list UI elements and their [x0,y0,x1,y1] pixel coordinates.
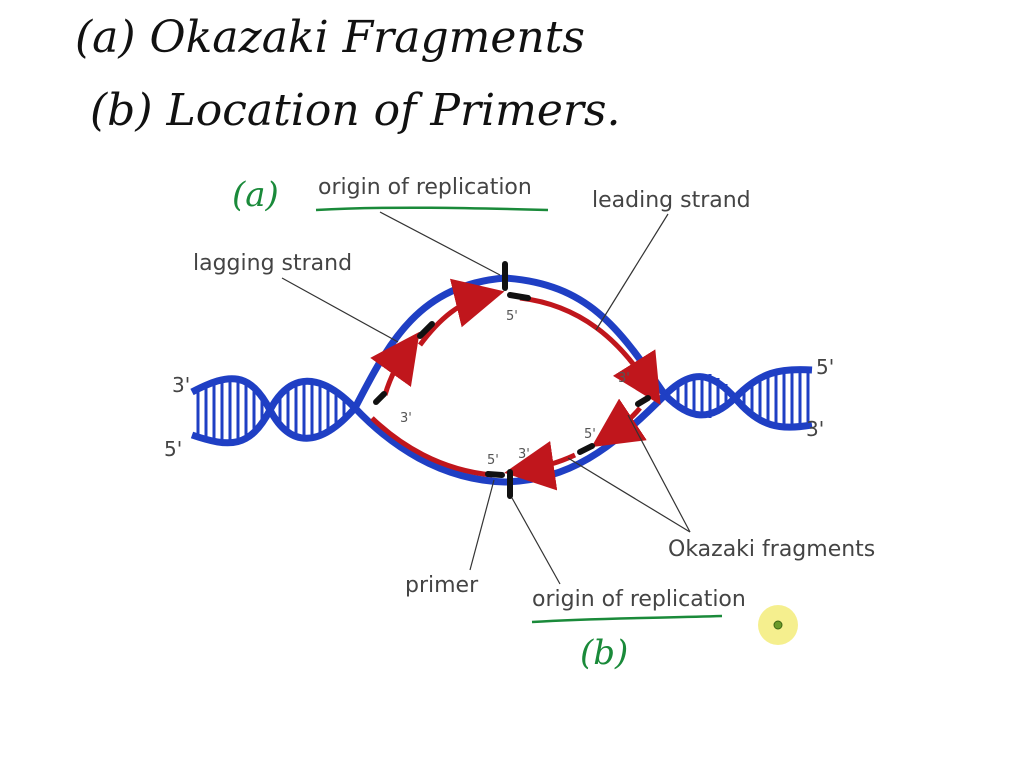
cursor-dot [773,620,783,630]
okazaki-fragments-label: Okazaki fragments [668,537,875,562]
mark-bottom-5a: 5' [487,453,499,468]
right-bottom-end-label: 3' [806,417,824,441]
origin-top-underline [315,206,549,212]
left-dna-helix [190,375,358,447]
mark-right-3: 3' [618,371,630,386]
leading-strand-bottom-left [370,416,493,478]
right-dna-helix [662,366,813,431]
note-line-1: (a) Okazaki Fragments [75,12,585,63]
note-line-2: (b) Location of Primers. [90,85,620,136]
leading-strand-label: leading strand [592,188,751,213]
origin-top-label: origin of replication [318,175,532,200]
mark-bottom-3: 3' [518,447,530,462]
lagging-fragment-left [370,331,420,396]
origin-bottom-label: origin of replication [532,587,746,612]
okazaki-fragment-bottom-1 [504,441,577,491]
primers [373,261,651,499]
okazaki-fragment-bottom-2 [591,398,647,448]
leading-strand-top-right [519,295,661,405]
annotation-a: (a) [232,175,279,215]
left-top-end-label: 3' [172,373,190,397]
lagging-strand-label: lagging strand [193,251,352,276]
lagging-fragment-upper [417,278,505,347]
right-top-end-label: 5' [816,355,834,379]
annotation-b: (b) [580,633,628,673]
left-bottom-end-label: 5' [164,437,182,461]
mark-top-5: 5' [506,309,518,324]
primer-label: primer [405,573,479,598]
mark-left-3: 3' [400,411,412,426]
bubble-bottom-strand [352,392,668,486]
mark-bottom-5b: 5' [584,427,596,442]
origin-bottom-underline [531,614,723,624]
